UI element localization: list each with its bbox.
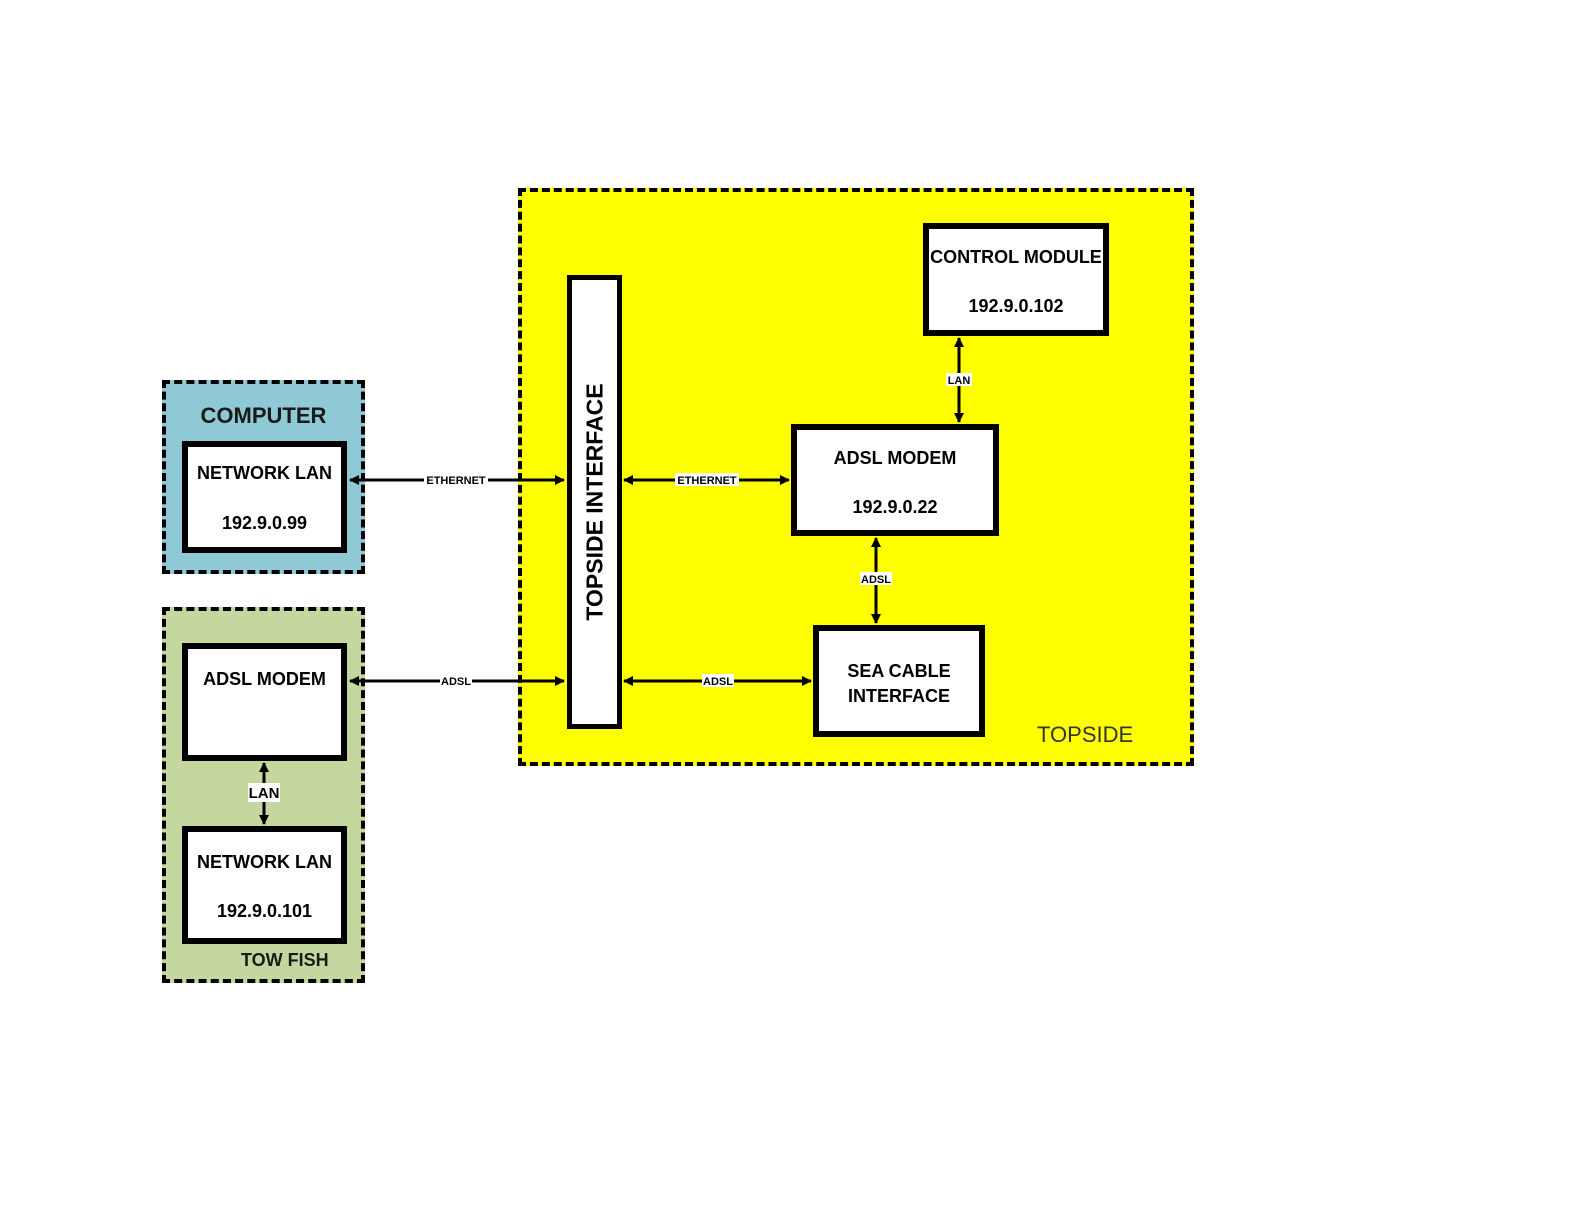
towfish-lan-label: LAN xyxy=(249,785,280,802)
modem-control-lan-label: LAN xyxy=(948,375,971,387)
interface-ethernet-label: ETHERNET xyxy=(677,475,737,487)
modem-seacable-adsl-label: ADSL xyxy=(861,574,891,586)
towfish-adsl-label: ADSL xyxy=(441,676,471,688)
computer-ethernet-label: ETHERNET xyxy=(426,475,486,487)
interface-adsl-label: ADSL xyxy=(703,676,733,688)
